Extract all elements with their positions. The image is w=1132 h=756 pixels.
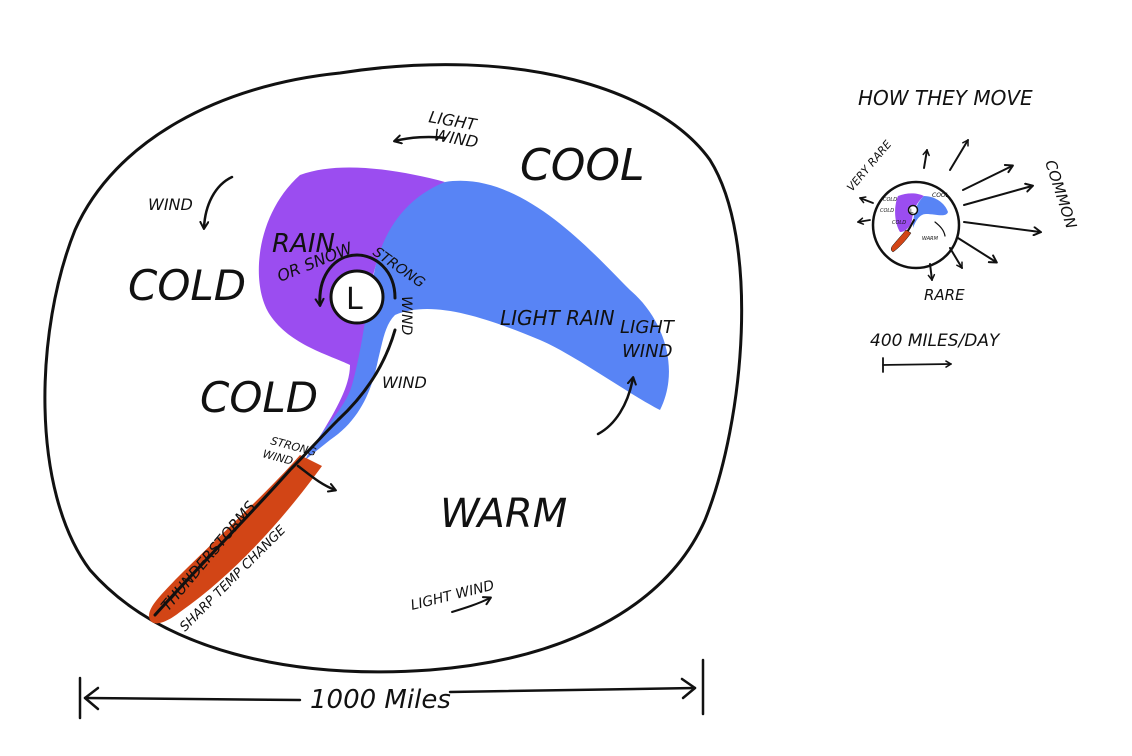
front-line xyxy=(153,328,397,617)
very-rare-label: VERY RARE xyxy=(844,138,894,194)
strong-wind-arc xyxy=(314,253,397,307)
strong-arc-wind-label: WIND xyxy=(398,296,414,335)
motion-arrow-common-4 xyxy=(957,237,998,264)
warm-label: WARM xyxy=(440,491,567,537)
rare-label: RARE xyxy=(924,286,965,304)
motion-arrow-very-rare-1 xyxy=(859,196,874,204)
motion-arrow-up-2 xyxy=(949,139,969,171)
scale-label: 1000 Miles xyxy=(310,685,451,715)
wind-arrow-top-left xyxy=(199,175,234,230)
cool-label: COOL xyxy=(520,140,645,191)
speed-label: 400 MILES/DAY xyxy=(870,331,1001,351)
motion-arrow-common-1 xyxy=(962,164,1014,191)
low-pressure-circle xyxy=(329,269,385,325)
mini-cold-1-label: COLD xyxy=(883,197,897,203)
low-pressure-label: L xyxy=(346,282,363,317)
light-wind-arrow-bottom xyxy=(451,596,492,613)
light-wind-bottom-label: LIGHT WIND xyxy=(409,578,496,614)
scale-bar xyxy=(78,658,705,720)
wind-front-label: WIND xyxy=(382,373,427,392)
motion-arrow-rare-1 xyxy=(949,247,963,269)
common-label: COMMON xyxy=(1041,158,1080,231)
cold-lower-label: COLD xyxy=(200,373,318,422)
motion-arrow-rare-2 xyxy=(927,263,936,281)
motion-arrows xyxy=(857,139,1042,281)
motion-arrow-up-1 xyxy=(922,149,930,169)
light-wind-right-label-1: LIGHT xyxy=(620,317,676,338)
light-wind-arrow-top xyxy=(393,134,447,145)
strong-wind-arrow-front xyxy=(296,464,337,493)
mini-storm xyxy=(871,180,961,270)
motion-arrow-very-rare-2 xyxy=(857,217,871,225)
mini-cold-2-label: COLD xyxy=(880,208,894,214)
mini-warm-label: WARM xyxy=(922,236,939,242)
thunderstorm-band xyxy=(149,455,322,624)
light-wind-right-label-2: WIND xyxy=(622,341,672,362)
inset-title: HOW THEY MOVE xyxy=(858,86,1033,110)
speed-arrow xyxy=(882,357,952,373)
rain-label: RAIN xyxy=(272,229,335,259)
light-wind-arrow-right xyxy=(596,376,637,436)
mini-l-label: L xyxy=(910,208,914,215)
motion-arrow-common-3 xyxy=(963,221,1042,237)
wind-top-left-label: WIND xyxy=(148,195,193,214)
motion-arrow-common-2 xyxy=(963,182,1034,206)
light-rain-label: LIGHT RAIN xyxy=(500,306,615,330)
light-rain-zone xyxy=(305,180,669,461)
storm-outline xyxy=(43,63,744,674)
mini-cold-3-label: COLD xyxy=(892,220,906,226)
mini-cool-label: COOL xyxy=(932,192,949,199)
cold-upper-label: COLD xyxy=(128,261,246,310)
